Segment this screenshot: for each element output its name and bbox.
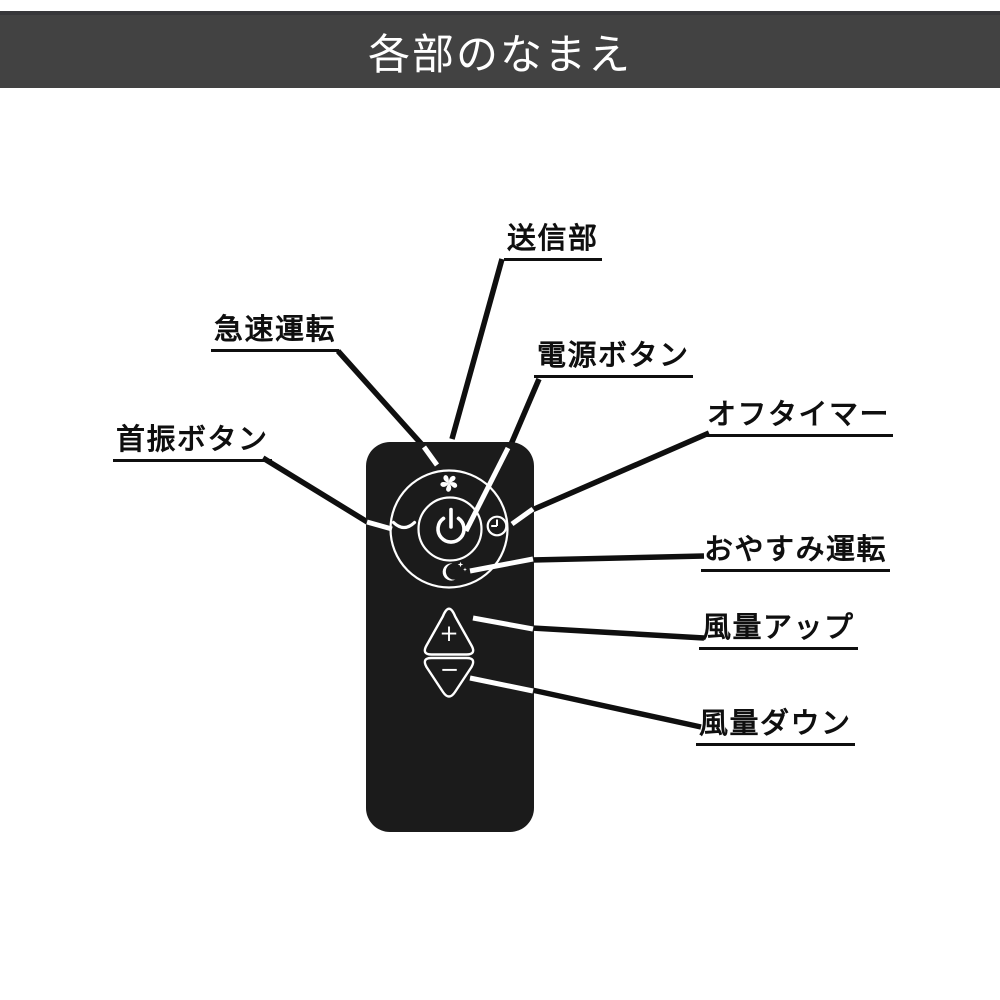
- callout-line-swing-button: [261, 455, 371, 526]
- callout-line-volume-up: [531, 625, 705, 641]
- volume-down-symbol: −: [440, 657, 459, 683]
- callout-inner-volume-up: [472, 615, 534, 632]
- timer-clock-icon: [486, 515, 508, 537]
- callout-line-off-timer: [530, 430, 711, 513]
- callout-line-transmitter: [449, 258, 505, 440]
- header-top-strip: [0, 11, 1000, 15]
- swing-arc-icon: [391, 520, 417, 530]
- label-volume-up: 風量アップ: [699, 613, 858, 650]
- power-icon: [436, 507, 466, 544]
- label-volume-down: 風量ダウン: [696, 709, 855, 746]
- header: 各部のなまえ: [0, 15, 1000, 88]
- dial-inner-ring: [417, 496, 483, 562]
- callout-inner-sleep-mode: [469, 556, 534, 574]
- callout-inner-swing-button: [366, 519, 393, 532]
- sleep-moon-icon: [442, 561, 467, 581]
- volume-up-button: [423, 607, 475, 656]
- page-title: 各部のなまえ: [367, 30, 632, 79]
- label-off-timer: オフタイマー: [704, 400, 894, 437]
- label-sleep-mode: おやすみ運転: [701, 535, 891, 572]
- callout-lines: [261, 258, 711, 730]
- label-transmitter: 送信部: [504, 224, 602, 261]
- callout-inner-rapid-mode: [421, 445, 440, 467]
- callout-inner-off-timer: [510, 506, 535, 527]
- callout-line-power-button: [506, 377, 542, 451]
- volume-down-button: [423, 656, 475, 698]
- label-power-button: 電源ボタン: [534, 341, 693, 378]
- dial-outer-ring: [389, 469, 509, 589]
- remote-parts-diagram: + − 送信部 急速運転 電源ボタン オフタイマー 首振ボタン おやすみ運転 風…: [0, 88, 1000, 1000]
- callout-inner-volume-down: [469, 675, 534, 694]
- remote-body: [366, 442, 534, 832]
- callout-lines-inner: [366, 445, 535, 694]
- volume-up-symbol: +: [439, 621, 458, 647]
- callout-inner-power-button: [463, 446, 511, 533]
- callout-line-sleep-mode: [531, 553, 705, 563]
- callout-line-volume-down: [531, 687, 702, 730]
- callout-line-rapid-mode: [335, 349, 428, 450]
- label-rapid-mode: 急速運転: [211, 315, 340, 352]
- fan-icon: [440, 475, 458, 492]
- label-swing-button: 首振ボタン: [113, 425, 272, 462]
